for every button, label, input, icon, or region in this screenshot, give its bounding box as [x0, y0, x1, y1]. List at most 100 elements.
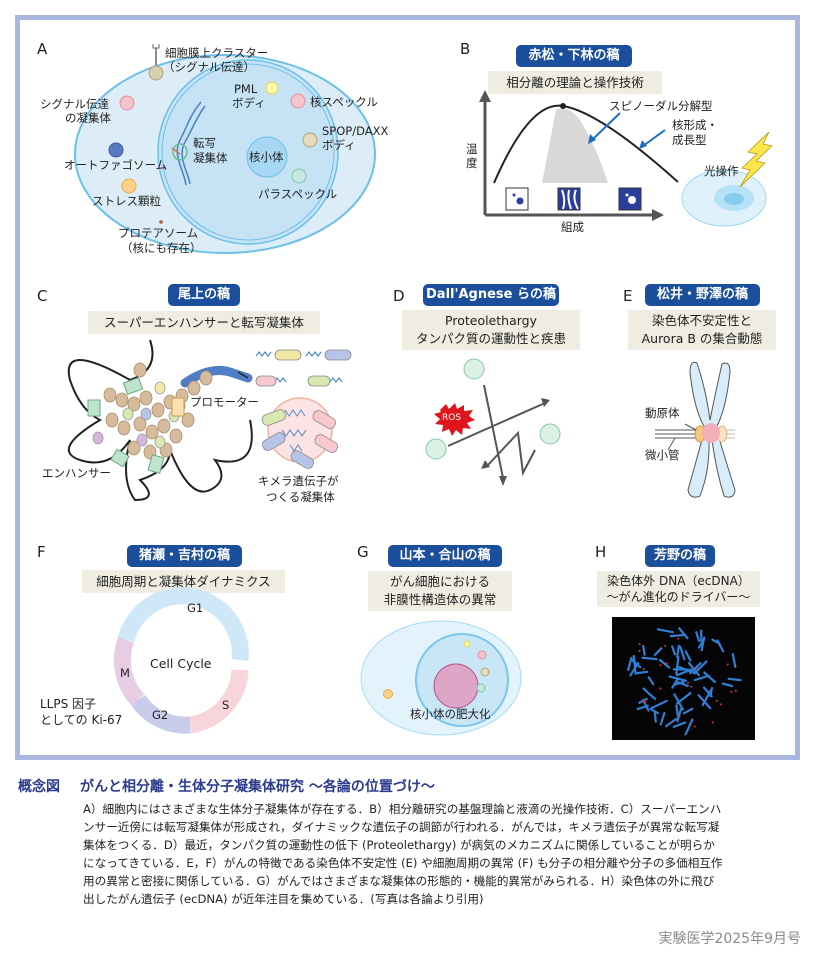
- caption-line: 用の異常と密接に関係している．G）がんではさまざまな凝集体の形態的・機能的異常が…: [83, 874, 715, 888]
- label-transcription-1: 転写: [193, 136, 216, 150]
- cell-illustration: [74, 44, 376, 254]
- author-badge: 猪瀬・吉村の稿: [127, 545, 242, 567]
- panel-letter: A: [37, 40, 48, 58]
- panel-subtitle: がん細胞における 非膜性構造体の異常: [368, 571, 512, 611]
- panel-letter: D: [393, 287, 405, 305]
- label-proteasome: プロテアソーム: [118, 226, 199, 240]
- ecdna-dot: [715, 699, 718, 702]
- ecdna-dot: [726, 663, 729, 666]
- ecdna-dot: [643, 699, 646, 702]
- label-spop: SPOP/DAXX: [322, 124, 389, 138]
- ecdna-dot: [678, 715, 681, 718]
- label-nucleation-1: 核形成・: [672, 118, 718, 132]
- chromosome-mark: [727, 677, 742, 682]
- label-nucleation-2: 成長型: [672, 133, 707, 147]
- label-spinodal: スピノーダル分解型: [609, 99, 713, 113]
- chromosome-mark: [638, 697, 648, 704]
- ecdna-dot: [690, 685, 693, 688]
- author-badge: 芳野の稿: [645, 545, 715, 567]
- label-nucleolus: 核小体: [249, 150, 284, 164]
- phase-g2: G2: [152, 708, 169, 722]
- caption-line: ンサー近傍には転写凝集体が形成され，ダイナミックな遺伝子の調節が行われる．がんで…: [83, 820, 720, 834]
- label-llps-1: LLPS 因子: [40, 697, 97, 711]
- cell-cycle-label: Cell Cycle: [150, 656, 212, 671]
- ecdna-dot: [659, 687, 662, 690]
- chromosome-mark: [693, 674, 710, 682]
- author-badge: 山本・合山の稿: [388, 545, 502, 567]
- chromosome-mark: [656, 628, 675, 634]
- ecdna-dot: [638, 643, 641, 646]
- panel-letter: F: [37, 543, 46, 561]
- chromosome-mark: [641, 656, 658, 661]
- chromosome-mark: [731, 653, 737, 668]
- subtitle-line: Proteolethargy: [445, 313, 537, 328]
- cancer-cell-illustration: [360, 620, 522, 736]
- ecdna-dot: [711, 721, 714, 724]
- author-badge: 赤松・下林の稿: [516, 45, 632, 67]
- chromosome-mark: [676, 644, 680, 658]
- ecdna-dot: [734, 689, 737, 692]
- ecdna-dot: [677, 637, 680, 640]
- ecdna-dot: [638, 650, 641, 653]
- panel-letter: C: [37, 287, 48, 305]
- panel-letter: G: [357, 543, 369, 561]
- chromosome-mark: [673, 680, 685, 686]
- label-transcription-2: 凝集体: [193, 151, 228, 165]
- chromosome-mark: [649, 699, 668, 710]
- label-speckle: 核スペックル: [310, 95, 378, 109]
- subtitle-line: 非膜性構造体の異常: [383, 592, 497, 607]
- author-badge: Dall'Agnese らの稿: [423, 284, 559, 306]
- label-llps-2: としての Ki-67: [40, 713, 123, 727]
- caption-body: A）細胞内にはさまざまな生体分子凝集体が存在する．B）相分離研究の基盤理論と液滴…: [83, 800, 798, 908]
- panel-letter: E: [623, 287, 633, 305]
- chromosome-mark: [675, 691, 692, 705]
- chromosome-mark: [653, 710, 657, 723]
- chromosome-mark: [682, 707, 694, 715]
- caption-label: 概念図: [18, 779, 60, 795]
- super-enhancer-illustration: [67, 339, 352, 502]
- ecdna-micrograph: [612, 617, 755, 740]
- ecdna-dot: [643, 701, 646, 704]
- y-axis-label: 温度: [466, 142, 478, 170]
- label-kinetochore: 動原体: [645, 406, 680, 420]
- chromosome-mark: [679, 645, 686, 661]
- label-light-control: 光操作: [704, 164, 739, 178]
- subtitle-line: がん細胞における: [389, 574, 490, 589]
- ecdna-dot: [696, 667, 699, 670]
- panel-subtitle: 染色体外 DNA（ecDNA） ～がん進化のドライバー～: [597, 571, 760, 607]
- author-badge: 尾上の稿: [168, 284, 240, 306]
- label-signal-1: シグナル伝達: [40, 97, 109, 111]
- chromosome-mark: [653, 647, 663, 657]
- ecdna-dot: [665, 662, 668, 665]
- phase-diagram: [479, 90, 773, 227]
- phase-m: M: [120, 666, 130, 680]
- caption-line: 出したがん遺伝子 (ecDNA) が近年注目を集めている．(写真は各論より引用): [83, 892, 484, 906]
- ecdna-dot: [642, 668, 645, 671]
- label-signal-2: の凝集体: [65, 111, 111, 125]
- chromosome-mark: [695, 631, 701, 643]
- subtitle-line: 染色体外 DNA（ecDNA）: [607, 574, 750, 588]
- ecdna-dot: [670, 721, 673, 724]
- chromosome-mark: [675, 656, 680, 676]
- chromosome-mark: [678, 627, 689, 640]
- label-membrane-cluster: 細胞膜上クラスター: [165, 46, 269, 60]
- label-promoter: プロモーター: [190, 395, 259, 409]
- chromosome-mark: [671, 677, 679, 689]
- ecdna-dot: [719, 703, 722, 706]
- chromosome-mark: [694, 660, 708, 674]
- chromosome-mark: [676, 668, 693, 677]
- label-chimera-2: つくる凝集体: [266, 490, 335, 504]
- ecdna-dot: [730, 690, 733, 693]
- label-microtubule: 微小管: [645, 448, 680, 462]
- subtitle-line: Aurora B の集合動態: [641, 331, 763, 346]
- chromosome-mark: [636, 670, 649, 675]
- chromosome-mark: [684, 650, 692, 662]
- label-membrane-cluster-sub: （シグナル伝達）: [163, 60, 255, 74]
- panel-letter: B: [460, 40, 471, 58]
- chromosome-mark: [659, 711, 666, 726]
- figure-frame: [15, 15, 800, 760]
- caption-heading: がんと相分離・生体分子凝集体研究 ～各論の位置づけ～: [80, 779, 435, 795]
- label-chimera-1: キメラ遺伝子が: [258, 474, 339, 488]
- cell-cycle-ring: [113, 587, 249, 734]
- chromosome-mark: [642, 687, 657, 700]
